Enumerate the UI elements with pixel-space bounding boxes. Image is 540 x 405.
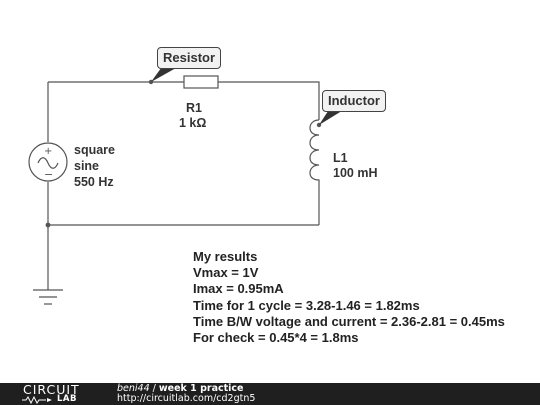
- wire-top-right: [218, 81, 320, 120]
- results-notes: My results Vmax = 1V Imax = 0.95mA Time …: [193, 249, 505, 346]
- resistor-ref-label: R1: [186, 101, 202, 115]
- notes-line: Imax = 0.95mA: [193, 281, 284, 297]
- source-type-label: sine: [74, 159, 100, 173]
- schematic-meta: beni44 / week 1 practice: [117, 384, 244, 394]
- circuit-schematic: + −: [28, 64, 345, 305]
- resistor-symbol: [183, 75, 219, 89]
- notes-line: Vmax = 1V: [193, 265, 259, 281]
- ac-source-symbol: + −: [28, 142, 68, 182]
- wires: [47, 81, 320, 290]
- svg-text:−: −: [44, 168, 53, 181]
- author-link[interactable]: beni44: [117, 383, 150, 394]
- inductor-symbol: [309, 119, 320, 190]
- source-waveform-label: square: [74, 143, 115, 157]
- inductor-callout: Inductor: [322, 90, 386, 112]
- junction-dot: [45, 222, 51, 228]
- svg-text:+: +: [44, 146, 52, 157]
- notes-line: For check = 0.45*4 = 1.8ms: [193, 330, 359, 346]
- circuitlab-logo-top[interactable]: CIRCUIT: [23, 382, 80, 397]
- source-frequency-label: 550 Hz: [74, 175, 114, 189]
- notes-line: Time for 1 cycle = 3.28-1.46 = 1.82ms: [193, 297, 420, 313]
- resistor-callout: Resistor: [157, 47, 222, 69]
- schematic-title[interactable]: week 1 practice: [158, 383, 244, 394]
- notes-line: Time B/W voltage and current = 2.36-2.81…: [193, 313, 505, 329]
- schematic-url[interactable]: http://circuitlab.com/cd2gtn5: [117, 393, 256, 404]
- inductor-ref-label: L1: [333, 151, 348, 165]
- ground-symbol: [33, 289, 63, 305]
- resistor-value-label: 1 kΩ: [179, 116, 207, 130]
- footer-bar: CIRCUIT LAB beni44 / week 1 practice htt…: [0, 383, 540, 405]
- logo-wave-icon: [22, 396, 52, 404]
- notes-heading: My results: [193, 249, 258, 264]
- meta-separator: /: [152, 383, 156, 394]
- inductor-value-label: 100 mH: [333, 166, 378, 180]
- circuitlab-logo-bottom[interactable]: LAB: [57, 394, 77, 404]
